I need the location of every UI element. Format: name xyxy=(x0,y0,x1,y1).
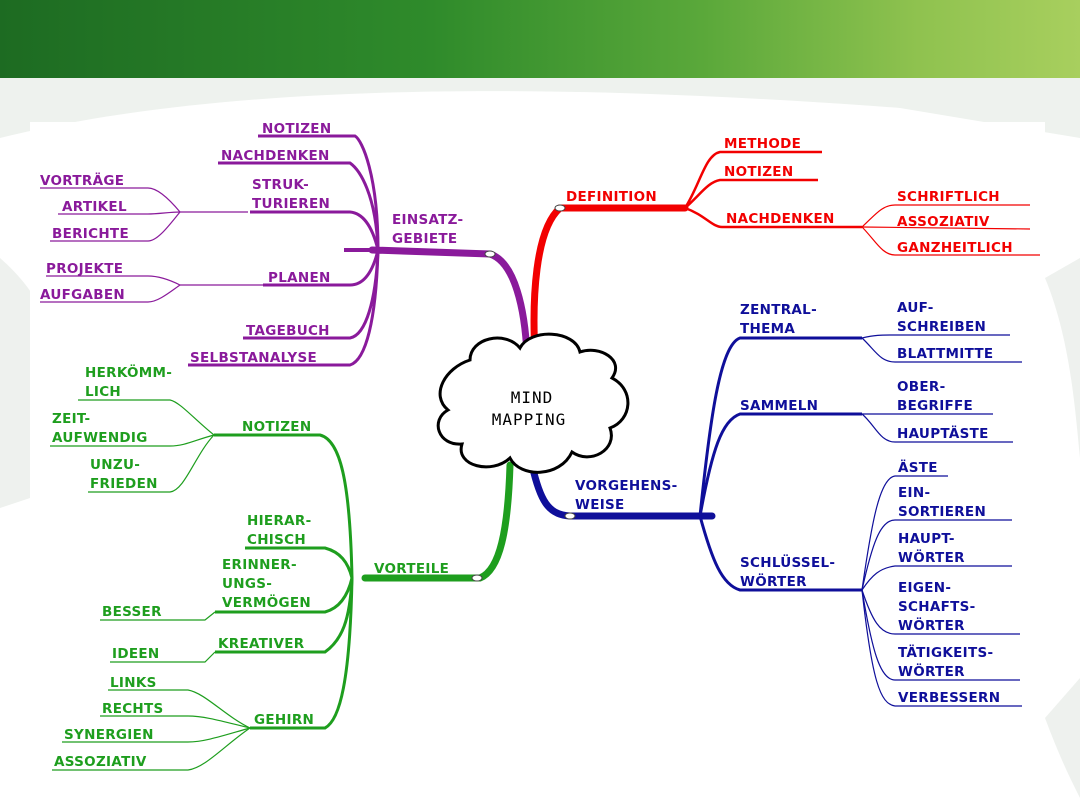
definition-ganzheitlich: GANZHEITLICH xyxy=(897,240,1013,256)
branch-vorgehensweise xyxy=(528,334,1022,707)
branch-definition xyxy=(530,150,1040,359)
vorgehen-schluessel-2: WÖRTER xyxy=(740,572,807,590)
vorgehen-taetigkeit-2: WÖRTER xyxy=(898,662,965,680)
vorteile-herkoemmlich-2: LICH xyxy=(85,384,121,400)
vorteile-notizen: NOTIZEN xyxy=(242,419,311,435)
einsatz-tagebuch: TAGEBUCH xyxy=(246,323,330,339)
vorteile-herkoemmlich-1: HERKÖMM- xyxy=(85,363,172,381)
definition-methode: METHODE xyxy=(724,136,801,152)
vorgehen-zentral-2: THEMA xyxy=(740,321,795,337)
einsatz-selbstanalyse: SELBSTANALYSE xyxy=(190,350,317,366)
vorgehen-schluessel-1: SCHLÜSSEL- xyxy=(740,553,835,571)
definition-assoziativ: ASSOZIATIV xyxy=(897,214,990,230)
vorteile-erinnerung-1: ERINNER- xyxy=(222,557,297,573)
vorgehen-sammeln: SAMMELN xyxy=(740,398,818,414)
vorgehen-verbessern: VERBESSERN xyxy=(898,690,1000,706)
vorgehen-aeste: ÄSTE xyxy=(898,459,938,476)
einsatz-planen: PLANEN xyxy=(268,270,331,286)
center-cloud: MIND MAPPING xyxy=(436,332,630,474)
vorteile-title: VORTEILE xyxy=(374,561,449,577)
einsatz-title-1: EINSATZ- xyxy=(392,212,463,228)
vorgehen-title-2: WEISE xyxy=(575,497,625,513)
vorgehen-oberbegriffe-1: OBER- xyxy=(897,379,946,395)
einsatz-nachdenken: NACHDENKEN xyxy=(221,148,330,164)
center-line1: MIND xyxy=(511,388,554,407)
einsatz-artikel: ARTIKEL xyxy=(62,199,127,215)
vorgehen-eigenschaft-1: EIGEN- xyxy=(898,580,951,596)
vorteile-besser: BESSER xyxy=(102,604,162,620)
einsatz-notizen: NOTIZEN xyxy=(262,121,331,137)
vorteile-hierarchisch-2: CHISCH xyxy=(247,532,306,548)
vorteile-unzufrieden-1: UNZU- xyxy=(90,457,140,473)
vorteile-ideen: IDEEN xyxy=(112,646,159,662)
vorgehen-eigenschaft-2: SCHAFTS- xyxy=(898,599,976,615)
vorgehen-hauptwoerter-1: HAUPT- xyxy=(898,531,955,547)
center-line2: MAPPING xyxy=(492,410,566,429)
vorgehen-taetigkeit-1: TÄTIGKEITS- xyxy=(898,644,993,661)
vorteile-synergien: SYNERGIEN xyxy=(64,727,154,743)
vorteile-links: LINKS xyxy=(110,675,157,691)
vorgehen-blattmitte: BLATTMITTE xyxy=(897,346,993,362)
einsatz-strukturieren-1: STRUK- xyxy=(252,177,309,193)
vorgehen-aufschreiben-2: SCHREIBEN xyxy=(897,319,986,335)
vorteile-kreativer: KREATIVER xyxy=(218,636,305,652)
vorgehen-title-1: VORGEHENS- xyxy=(575,478,678,494)
vorteile-assoziativ: ASSOZIATIV xyxy=(54,754,147,770)
einsatz-vortraege: VORTRÄGE xyxy=(40,172,124,189)
vorgehen-zentral-1: ZENTRAL- xyxy=(740,302,817,318)
vorteile-zeitaufwendig-2: AUFWENDIG xyxy=(52,430,148,446)
vorgehen-aufschreiben-1: AUF- xyxy=(897,300,934,316)
vorgehen-einsortieren-2: SORTIEREN xyxy=(898,504,986,520)
einsatz-strukturieren-2: TURIEREN xyxy=(252,196,330,212)
einsatz-aufgaben: AUFGABEN xyxy=(40,287,125,303)
einsatz-projekte: PROJEKTE xyxy=(46,261,123,277)
branch-einsatzgebiete xyxy=(40,134,531,367)
einsatz-berichte: BERICHTE xyxy=(52,226,129,242)
vorteile-hierarchisch-1: HIERAR- xyxy=(247,513,312,529)
branch-vorteile xyxy=(50,399,514,771)
definition-nachdenken: NACHDENKEN xyxy=(726,211,835,227)
vorgehen-oberbegriffe-2: BEGRIFFE xyxy=(897,398,973,414)
vorteile-erinnerung-2: UNGS- xyxy=(222,576,272,592)
vorgehen-hauptwoerter-2: WÖRTER xyxy=(898,548,965,566)
vorteile-unzufrieden-2: FRIEDEN xyxy=(90,476,158,492)
vorteile-gehirn: GEHIRN xyxy=(254,712,314,728)
vorgehen-eigenschaft-3: WÖRTER xyxy=(898,616,965,634)
vorteile-erinnerung-3: VERMÖGEN xyxy=(222,593,311,611)
vorteile-zeitaufwendig-1: ZEIT- xyxy=(52,411,90,427)
einsatz-title-2: GEBIETE xyxy=(392,231,457,247)
definition-title: DEFINITION xyxy=(566,189,657,205)
header-bar xyxy=(0,0,1080,78)
definition-schriftlich: SCHRIFTLICH xyxy=(897,189,1000,205)
vorteile-rechts: RECHTS xyxy=(102,701,164,717)
definition-notizen: NOTIZEN xyxy=(724,164,793,180)
vorgehen-hauptaeste: HAUPTÄSTE xyxy=(897,425,989,442)
vorgehen-einsortieren-1: EIN- xyxy=(898,485,930,501)
